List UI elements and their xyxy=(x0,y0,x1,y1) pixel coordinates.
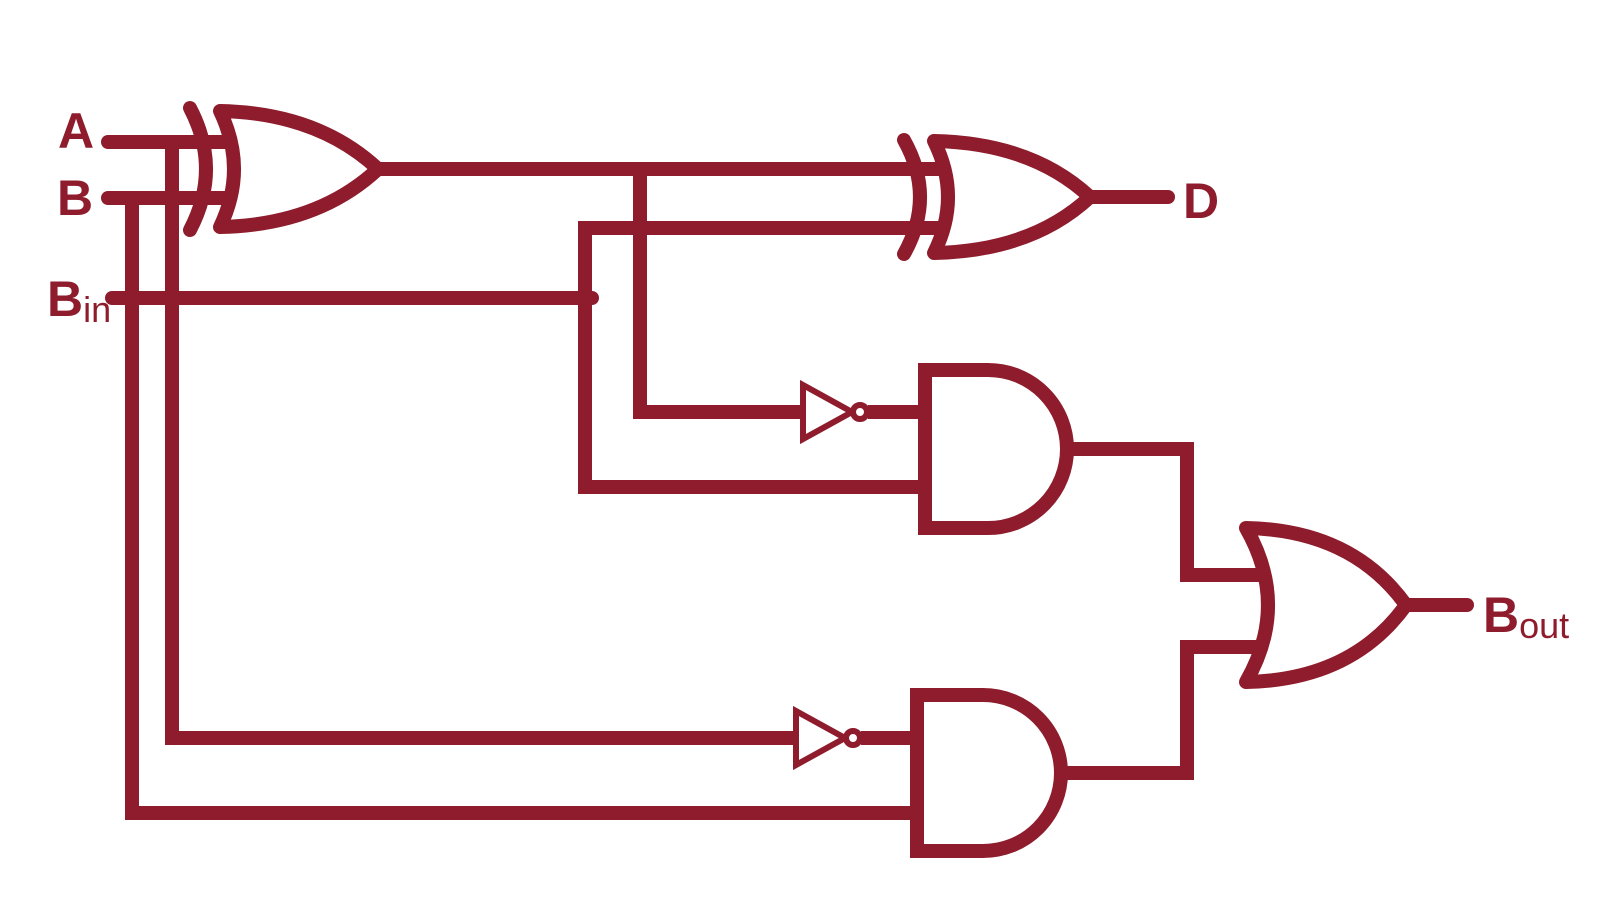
input-label-a: A xyxy=(58,103,94,159)
wire-xor1-to-not1 xyxy=(633,169,803,419)
not1-triangle-icon xyxy=(800,379,859,445)
xor2-input-arc-icon xyxy=(897,133,927,261)
output-label-bout-base: B xyxy=(1483,587,1519,643)
input-label-bin-base: B xyxy=(47,271,83,327)
xor1-input-arc-icon xyxy=(183,101,213,237)
wire-branch-b-to-and2 xyxy=(125,198,922,820)
wire-and1-to-or xyxy=(1067,442,1285,582)
input-label-bin-sub: in xyxy=(83,289,111,330)
input-label-bin: Bin xyxy=(47,271,111,330)
output-label-bout: Bout xyxy=(1483,587,1569,646)
and1-gate-icon xyxy=(918,363,1074,535)
labels: A B Bin D Bout xyxy=(47,103,1569,646)
wire-and2-to-or xyxy=(1061,640,1285,780)
wire-branch-a-to-not2 xyxy=(165,142,803,745)
and2-gate-icon xyxy=(910,688,1068,858)
wire-branch-bin xyxy=(578,221,968,494)
gates xyxy=(183,101,1413,858)
wires xyxy=(101,135,1474,820)
xor1-gate-icon xyxy=(213,104,385,234)
not2-bubble-icon xyxy=(843,728,863,748)
output-label-d: D xyxy=(1183,173,1219,229)
input-label-b: B xyxy=(57,170,93,226)
not2-triangle-icon xyxy=(793,705,852,771)
or-gate-icon xyxy=(1239,521,1413,689)
output-label-bout-sub: out xyxy=(1519,605,1569,646)
not1-bubble-icon xyxy=(850,402,870,422)
xor2-gate-icon xyxy=(927,134,1097,260)
